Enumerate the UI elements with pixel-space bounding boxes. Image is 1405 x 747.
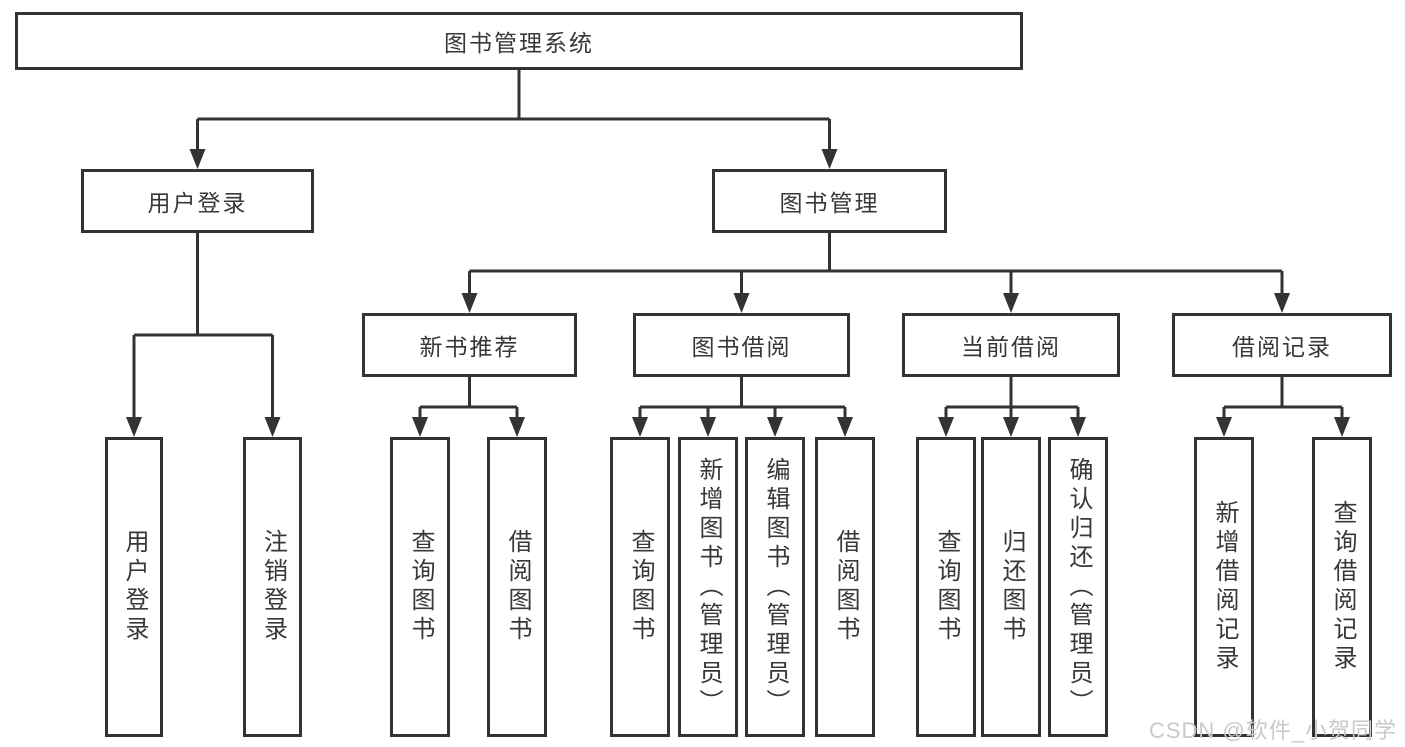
node-label: 查询借阅记录	[1329, 500, 1356, 674]
arrowhead-icon	[1003, 417, 1019, 437]
leaf-borrow-books-recommend: 借阅图书	[487, 437, 547, 737]
node-label: 编辑图书（管理员）	[762, 456, 789, 718]
arrowhead-icon	[733, 293, 750, 313]
arrowhead-icon	[1216, 417, 1232, 437]
leaf-user-login: 用户登录	[105, 437, 163, 737]
node-label: 新增借阅记录	[1211, 500, 1238, 674]
node-current-borrow: 当前借阅	[902, 313, 1120, 377]
leaf-confirm-return-admin: 确认归还（管理员）	[1048, 437, 1108, 737]
arrowhead-icon	[821, 149, 838, 169]
node-new-book-recommend: 新书推荐	[362, 313, 577, 377]
leaf-query-books-borrow: 查询图书	[610, 437, 670, 737]
arrowhead-icon	[412, 417, 428, 437]
arrowhead-icon	[1003, 293, 1019, 313]
node-user-login: 用户登录	[81, 169, 314, 233]
node-label: 图书管理系统	[444, 30, 594, 56]
arrowhead-icon	[1070, 417, 1086, 437]
node-label: 用户登录	[121, 529, 148, 645]
node-label: 新增图书（管理员）	[695, 456, 722, 718]
connector-newbooks-to-leaves	[418, 377, 519, 419]
node-book-management: 图书管理	[712, 169, 947, 233]
node-label: 当前借阅	[961, 334, 1061, 360]
node-label: 借阅图书	[504, 529, 531, 645]
arrowhead-icon	[264, 417, 281, 437]
arrowhead-icon	[189, 149, 206, 169]
leaf-add-borrow-record: 新增借阅记录	[1194, 437, 1254, 737]
node-label: 查询图书	[407, 529, 434, 645]
connector-borrowrecords-to-leaves	[1222, 377, 1344, 419]
node-label: 注销登录	[259, 529, 287, 645]
arrowhead-icon	[126, 417, 142, 437]
csdn-watermark: CSDN @软件_小贺同学	[1148, 718, 1397, 743]
arrowhead-icon	[632, 417, 648, 437]
arrowhead-icon	[700, 417, 716, 437]
arrowhead-icon	[509, 417, 525, 437]
leaf-query-books-recommend: 查询图书	[390, 437, 450, 737]
arrowhead-icon	[767, 417, 783, 437]
leaf-edit-books-admin: 编辑图书（管理员）	[745, 437, 805, 737]
node-label: 图书借阅	[691, 334, 792, 360]
arrowhead-icon	[1334, 417, 1350, 437]
node-label: 新书推荐	[419, 334, 520, 360]
node-label: 借阅记录	[1232, 334, 1332, 360]
node-label: 查询图书	[933, 529, 960, 645]
leaf-logout: 注销登录	[243, 437, 302, 737]
node-label: 用户登录	[147, 190, 248, 216]
connector-currentborrow-to-leaves	[944, 377, 1080, 419]
node-borrow-records: 借阅记录	[1172, 313, 1392, 377]
node-label: 归还图书	[998, 529, 1025, 645]
arrowheads	[126, 149, 1350, 437]
connector-bookmgmt-to-level3	[468, 233, 1284, 295]
node-root-system: 图书管理系统	[15, 12, 1023, 70]
leaf-borrow-books: 借阅图书	[815, 437, 875, 737]
node-book-borrow: 图书借阅	[633, 313, 850, 377]
connector-root-to-level2	[196, 70, 831, 151]
leaf-query-borrow-record: 查询借阅记录	[1312, 437, 1372, 737]
node-label: 确认归还（管理员）	[1065, 456, 1092, 718]
leaf-add-books-admin: 新增图书（管理员）	[678, 437, 738, 737]
arrowhead-icon	[461, 293, 478, 313]
connector-userlogin-to-leaves	[132, 233, 274, 419]
leaf-query-books-current: 查询图书	[916, 437, 976, 737]
leaf-return-books: 归还图书	[981, 437, 1041, 737]
arrowhead-icon	[1274, 293, 1290, 313]
arrowhead-icon	[938, 417, 954, 437]
arrowhead-icon	[837, 417, 853, 437]
node-label: 借阅图书	[832, 529, 859, 645]
node-label: 图书管理	[779, 190, 880, 216]
node-label: 查询图书	[627, 529, 654, 645]
connector-bookborrow-to-leaves	[638, 377, 847, 419]
